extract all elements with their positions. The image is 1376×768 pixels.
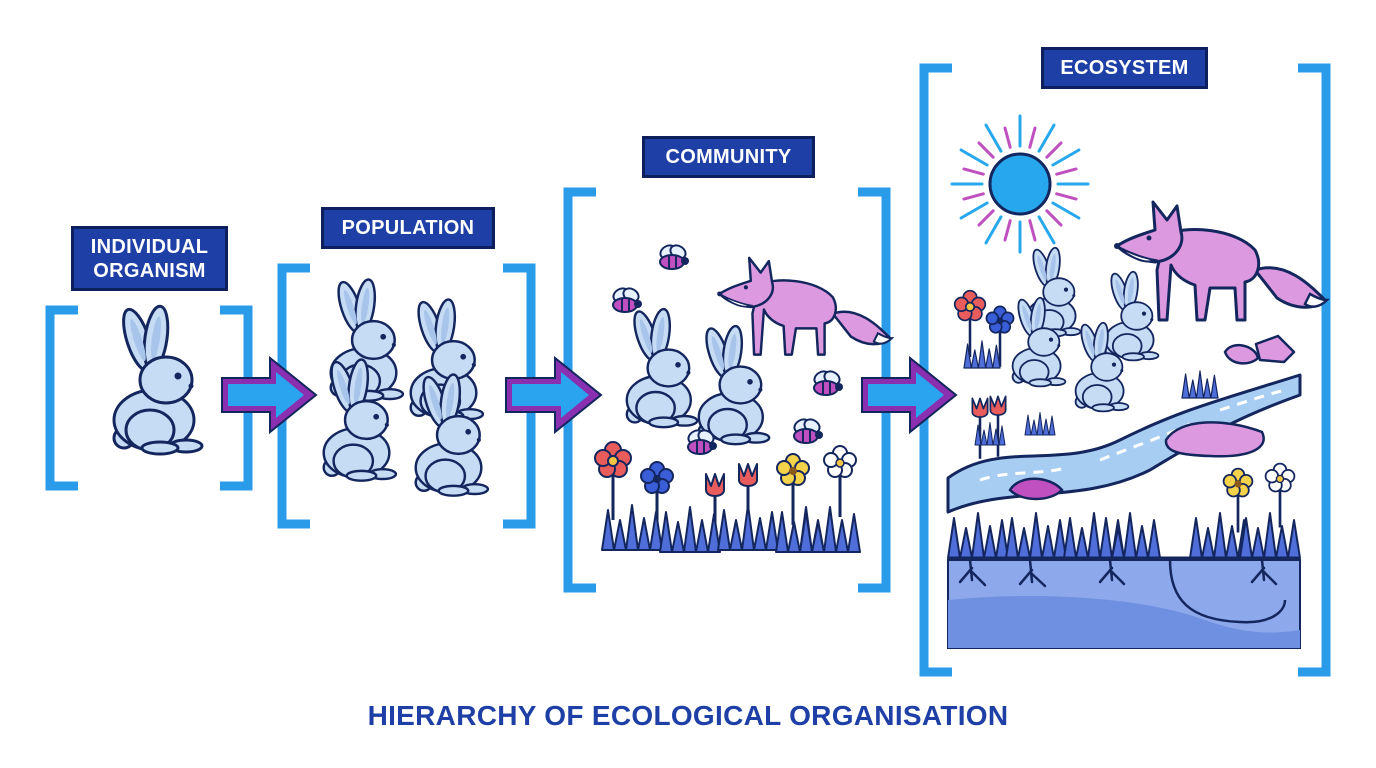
population-rabbits (322, 277, 490, 497)
sun-ray (1045, 141, 1063, 159)
sun-ray (1028, 126, 1037, 149)
label-individual-line2: ORGANISM (93, 259, 206, 282)
sun-ray (984, 123, 1003, 153)
sun-ray (1045, 209, 1063, 227)
diagram-title: HIERARCHY OF ECOLOGICAL ORGANISATION (367, 700, 1009, 731)
sun-ray (1003, 126, 1012, 149)
ecosystem-scene (946, 114, 1329, 649)
community-grass (601, 504, 861, 553)
individual-rabbit (112, 303, 204, 456)
arrows (221, 355, 958, 435)
label-individual-line1: INDIVIDUAL (90, 235, 209, 258)
sun-ray (1037, 215, 1056, 245)
label-population: POPULATION (321, 207, 495, 249)
sun-ray (1055, 192, 1078, 201)
arrow-3 (861, 355, 958, 435)
label-community: COMMUNITY (642, 136, 815, 178)
ecosystem-grass-large (947, 512, 1301, 559)
arrow-1 (221, 355, 318, 435)
label-community-text: COMMUNITY (665, 146, 792, 168)
sun-ray (1055, 167, 1078, 176)
community-scene (593, 241, 894, 553)
sun-ray (984, 215, 1003, 245)
label-individual-organism: INDIVIDUAL ORGANISM (71, 226, 228, 291)
arrow-2 (505, 355, 603, 435)
label-population-text: POPULATION (341, 217, 475, 239)
sun-icon (950, 114, 1090, 254)
sun-ray (1003, 219, 1012, 242)
sun-ray (977, 209, 995, 227)
sun-ray (962, 192, 985, 201)
sun-ray (1037, 123, 1056, 153)
label-ecosystem-text: ECOSYSTEM (1060, 57, 1189, 79)
label-ecosystem: ECOSYSTEM (1041, 47, 1208, 89)
sun-ray (962, 167, 985, 176)
sun-ray (959, 148, 989, 167)
sun-ray (1051, 201, 1081, 220)
sun-ray (1028, 219, 1037, 242)
sun-ray (977, 141, 995, 159)
sun-ray (1051, 148, 1081, 167)
sun-ray (959, 201, 989, 220)
